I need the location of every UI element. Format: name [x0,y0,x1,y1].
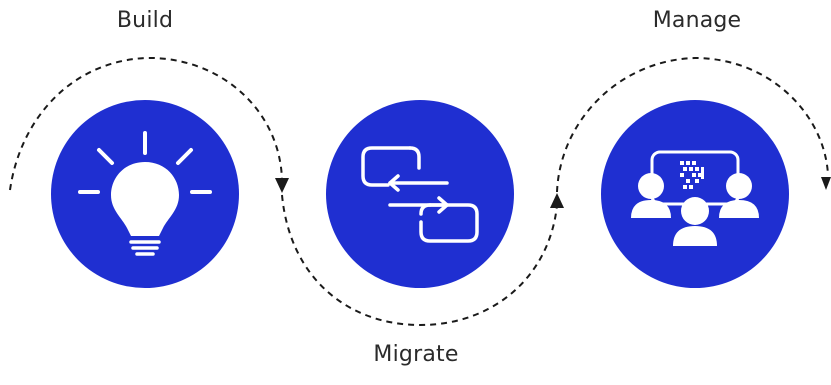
lightbulb-icon [78,131,212,256]
arrow-down-manage [821,177,831,190]
swap-arrows-icon [361,146,479,243]
stage-label-manage: Manage [652,8,742,33]
dashed-path-manage [556,56,829,193]
stage-label-build: Build [116,8,174,33]
dashed-path-migrate [281,194,558,327]
team-presentation-icon [631,150,759,246]
arrow-down-build [275,178,289,193]
arrow-up-migrate [550,193,564,208]
stage-label-migrate: Migrate [373,342,459,367]
stage-build-circle [51,100,239,288]
dashed-path-build [9,56,283,191]
stage-migrate-circle [326,100,514,288]
stage-manage-circle [601,100,789,288]
